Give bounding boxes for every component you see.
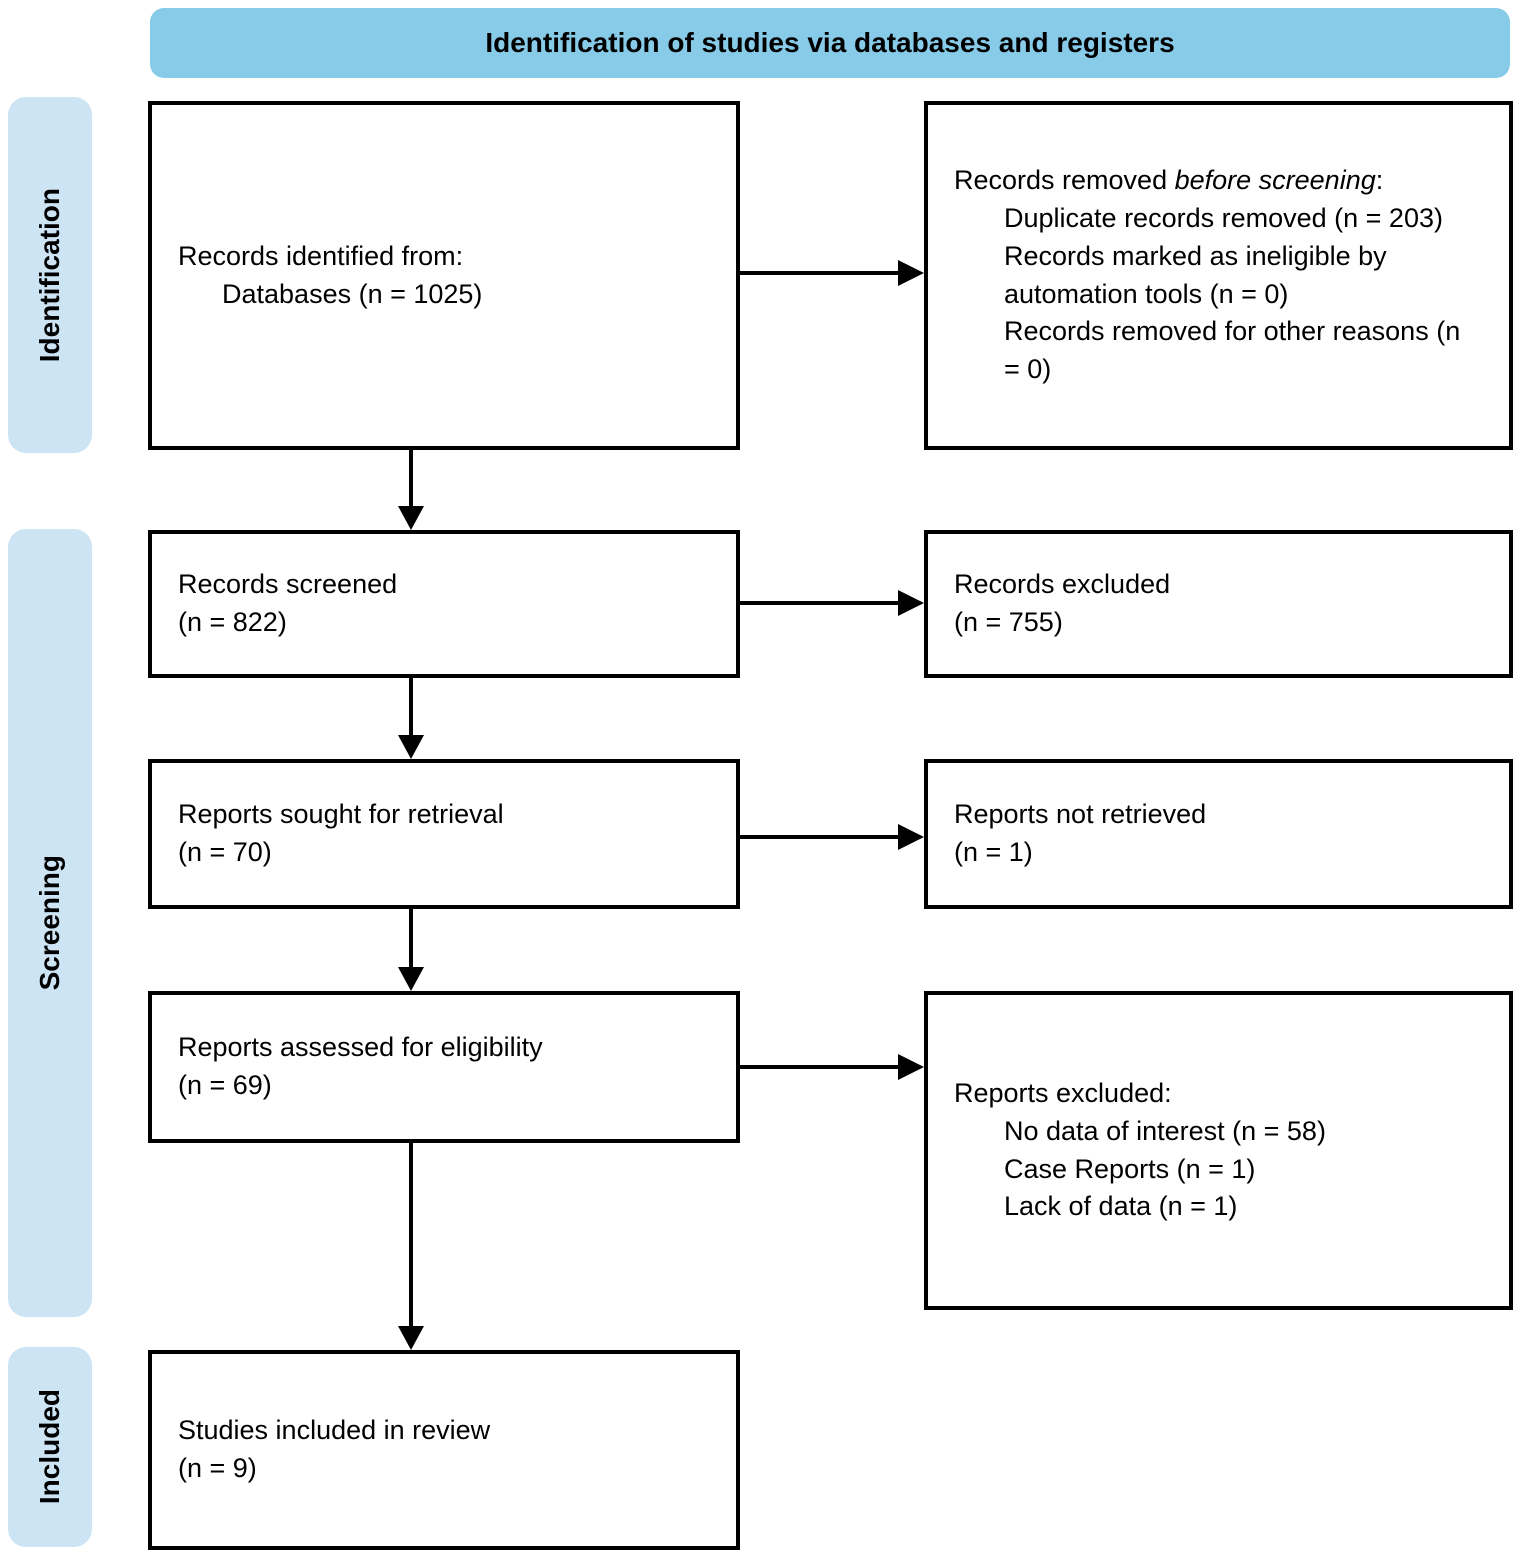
sub-item: Case Reports (n = 1) xyxy=(1004,1153,1256,1184)
arrow-shaft xyxy=(740,1065,900,1069)
box-text-line: Reports assessed for eligibility xyxy=(178,1032,543,1063)
arrow-shaft xyxy=(740,601,900,605)
box-text-line: Reports excluded: xyxy=(954,1077,1172,1108)
stage-label-included: Included xyxy=(8,1347,92,1547)
arrow-shaft xyxy=(740,835,900,839)
stage-label-identification: Identification xyxy=(8,97,92,453)
arrow-right-icon xyxy=(898,824,924,850)
box-records-removed: Records removed before screening: Duplic… xyxy=(924,101,1513,450)
sub-item: Records removed for other reasons (n = 0… xyxy=(1004,316,1461,385)
box-studies-included: Studies included in review (n = 9) xyxy=(148,1350,740,1550)
sub-item: No data of interest (n = 58) xyxy=(1004,1115,1326,1146)
box-text-line: (n = 755) xyxy=(954,607,1063,637)
box-sub-items: Duplicate records removed (n = 203) Reco… xyxy=(954,200,1487,389)
box-reports-sought: Reports sought for retrieval (n = 70) xyxy=(148,759,740,909)
box-text-line: Records screened xyxy=(178,569,398,600)
arrow-shaft xyxy=(740,271,900,275)
box-sub-items: No data of interest (n = 58) Case Report… xyxy=(954,1113,1487,1226)
box-reports-not-retrieved: Reports not retrieved (n = 1) xyxy=(924,759,1513,909)
arrow-shaft xyxy=(409,1143,413,1328)
sub-item: Lack of data (n = 1) xyxy=(1004,1191,1238,1222)
box-text-line: (n = 69) xyxy=(178,1070,272,1100)
box-records-screened: Records screened (n = 822) xyxy=(148,530,740,678)
diagram-title: Identification of studies via databases … xyxy=(485,27,1175,58)
box-reports-assessed: Reports assessed for eligibility (n = 69… xyxy=(148,991,740,1143)
arrow-right-icon xyxy=(898,1054,924,1080)
arrow-down-icon xyxy=(398,506,424,530)
arrow-down-icon xyxy=(398,967,424,991)
box-text-line: (n = 70) xyxy=(178,837,272,867)
box-text-line: (n = 822) xyxy=(178,607,287,637)
box-text-line: (n = 1) xyxy=(954,837,1033,867)
box-text-line: (n = 9) xyxy=(178,1453,257,1483)
arrow-down-icon xyxy=(398,1326,424,1350)
italic-phrase: before screening xyxy=(1174,165,1376,196)
arrow-right-icon xyxy=(898,260,924,286)
box-text-line: Records identified from: xyxy=(178,240,464,271)
box-text-line: Studies included in review xyxy=(178,1415,491,1446)
arrow-right-icon xyxy=(898,590,924,616)
sub-item: Records marked as ineligible by automati… xyxy=(1004,240,1387,309)
box-records-identified: Records identified from: Databases (n = … xyxy=(148,101,740,450)
arrow-down-icon xyxy=(398,735,424,759)
diagram-header: Identification of studies via databases … xyxy=(150,8,1510,78)
box-text-line: Databases (n = 1025) xyxy=(222,278,483,309)
arrow-shaft xyxy=(409,450,413,508)
box-reports-excluded: Reports excluded: No data of interest (n… xyxy=(924,991,1513,1310)
box-text-line: Records excluded xyxy=(954,569,1171,600)
box-records-excluded: Records excluded (n = 755) xyxy=(924,530,1513,678)
stage-label-screening: Screening xyxy=(8,529,92,1317)
arrow-shaft xyxy=(409,909,413,969)
arrow-shaft xyxy=(409,678,413,737)
sub-item: Duplicate records removed (n = 203) xyxy=(1004,202,1443,233)
box-text-line: Reports sought for retrieval xyxy=(178,799,504,830)
box-text-line: Records removed before screening: xyxy=(954,165,1384,196)
box-text-line: Reports not retrieved xyxy=(954,799,1207,830)
